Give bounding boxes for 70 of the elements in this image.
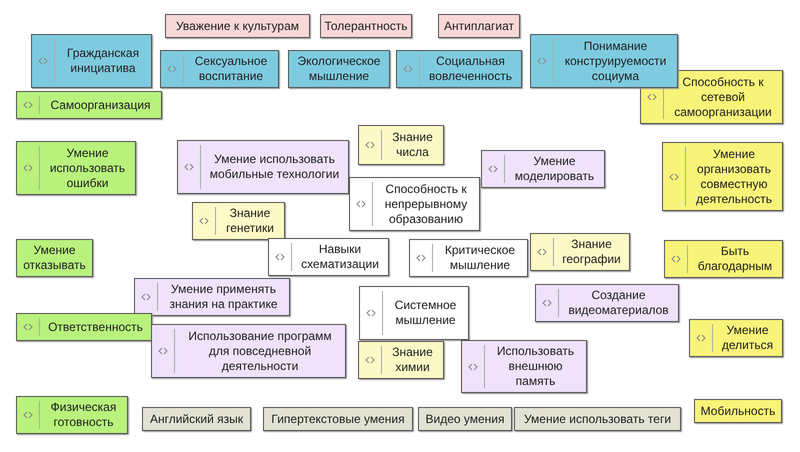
skill-label: Сексуальное воспитание [183, 55, 278, 83]
skill-box [662, 142, 783, 211]
skill-label: Самоорганизация [39, 96, 161, 114]
skill-box [268, 238, 389, 276]
skill-box [288, 50, 390, 88]
skill-box [359, 286, 469, 340]
skill-label: Использовать внешнюю память [484, 345, 586, 388]
skill-box [349, 177, 480, 231]
skill-label: Использование программ для повседневной деятельности [174, 329, 345, 373]
skill-box [16, 396, 128, 434]
skill-box [358, 125, 444, 165]
skill-box [409, 239, 528, 277]
skill-box [418, 407, 512, 431]
skill-label: Способность к непрерывному образованию [372, 182, 479, 226]
skill-box [320, 14, 412, 38]
skill-label: Критическое мышление [432, 244, 527, 272]
skill-label: Умение моделировать [504, 155, 604, 183]
skill-label: Умение использовать теги [522, 412, 672, 426]
skill-box [263, 407, 413, 431]
skill-box [396, 50, 522, 88]
skill-box [177, 140, 349, 194]
skill-box [689, 319, 783, 357]
skill-box [165, 14, 310, 38]
skill-box [514, 407, 681, 431]
skill-box [16, 239, 93, 277]
skill-label: Английский язык [148, 412, 244, 426]
skill-label: Уважение к культурам [174, 18, 300, 34]
skill-box [481, 150, 605, 188]
skill-box [16, 313, 152, 341]
skill-box [640, 70, 783, 124]
skill-label: Толерантность [324, 18, 408, 34]
skill-label: Знание числа [381, 130, 443, 160]
skill-label: Видео умения [424, 412, 506, 426]
skill-label: Знание генетики [215, 207, 284, 235]
skill-label: Физическая готовность [39, 401, 127, 429]
skill-label: Создание видеоматериалов [558, 289, 678, 317]
skill-box [664, 240, 783, 278]
skill-box [142, 407, 251, 431]
skill-label: Знание географии [553, 238, 629, 266]
skill-box [134, 278, 290, 316]
skill-label: Мобильность [700, 404, 776, 418]
skill-box [358, 341, 444, 379]
skill-label: Гипертекстовые умения [270, 412, 406, 426]
skill-label: Социальная вовлеченность [419, 55, 521, 83]
skill-label: Быть благодарным [687, 245, 782, 273]
skill-label: Умение применять знания на практике [157, 283, 289, 311]
skill-label: Умение организовать совместную деятельность [685, 147, 782, 206]
skill-box [16, 141, 136, 195]
skill-box [530, 233, 630, 271]
skill-label: Умение использовать ошибки [39, 146, 135, 190]
skill-box [438, 14, 520, 38]
skill-label: Знание химии [381, 346, 443, 374]
skill-label: Гражданская инициатива [54, 39, 151, 83]
skill-label: Экологическое мышление [296, 54, 382, 84]
skill-box [192, 202, 285, 240]
skill-label: Умение отказывать [22, 243, 87, 273]
skill-label: Умение использовать мобильные технологии [200, 145, 348, 189]
skill-label: Понимание конструируемости социума [553, 39, 677, 83]
skill-box [160, 50, 279, 88]
skill-label: Системное мышление [382, 291, 468, 335]
skill-label: Умение делиться [712, 324, 782, 352]
skill-box [461, 340, 587, 393]
skill-box [535, 284, 679, 322]
skill-label: Антиплагиат [443, 18, 515, 34]
skill-box [16, 91, 162, 119]
skill-box [530, 34, 678, 88]
skill-box [694, 399, 782, 423]
skill-box [31, 34, 152, 88]
skill-label: Навыки схематизации [291, 243, 388, 271]
skill-box [151, 324, 346, 378]
